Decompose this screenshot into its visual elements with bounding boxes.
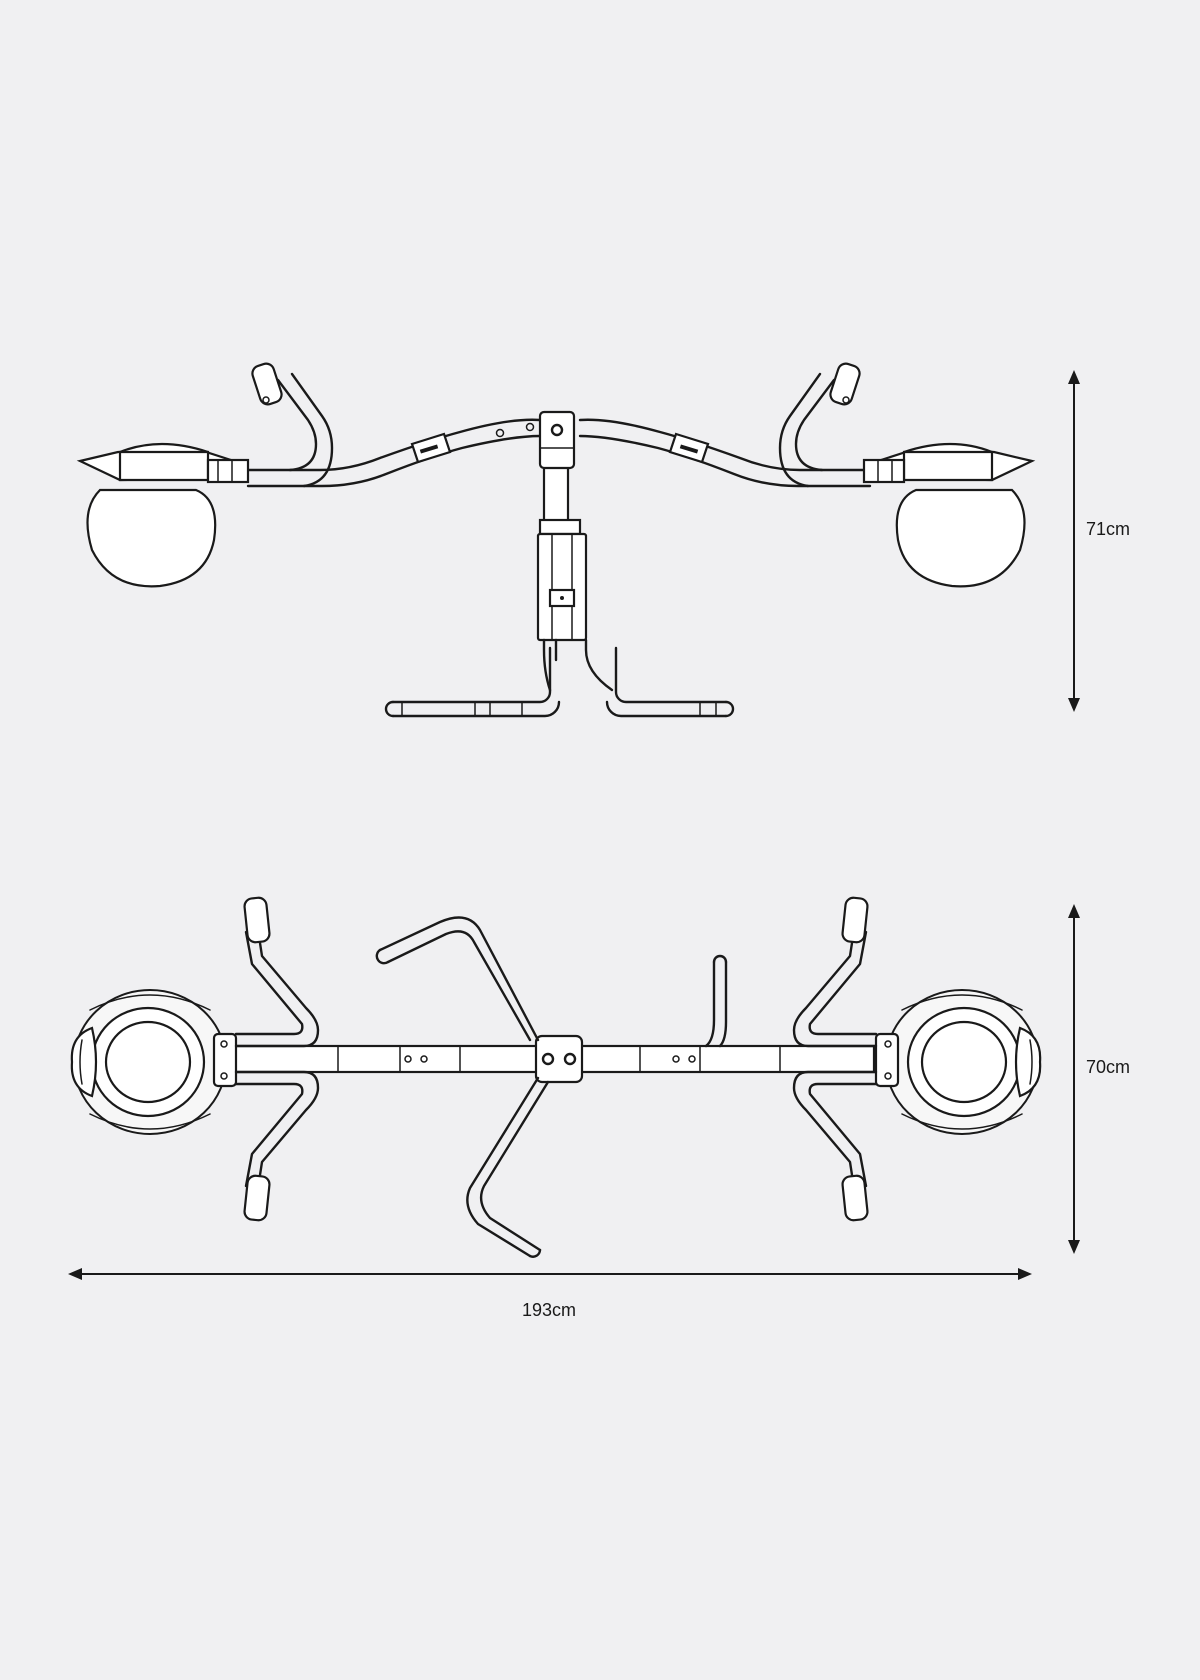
dimension-depth-top xyxy=(1068,904,1080,1254)
height-label: 71cm xyxy=(1086,519,1131,539)
base-legs-top xyxy=(375,916,728,1258)
base-feet xyxy=(384,646,735,718)
left-seat xyxy=(76,362,334,588)
right-seat-top xyxy=(792,896,1042,1222)
right-seat xyxy=(778,362,1036,588)
beam-top xyxy=(230,1034,876,1084)
left-seat-top xyxy=(70,896,320,1222)
length-label: 193cm xyxy=(522,1300,577,1320)
center-column xyxy=(536,456,614,692)
beam-side xyxy=(246,410,872,488)
dimension-length xyxy=(68,1268,1032,1280)
depth-label: 70cm xyxy=(1086,1057,1131,1077)
dimension-height-side xyxy=(1068,370,1080,712)
